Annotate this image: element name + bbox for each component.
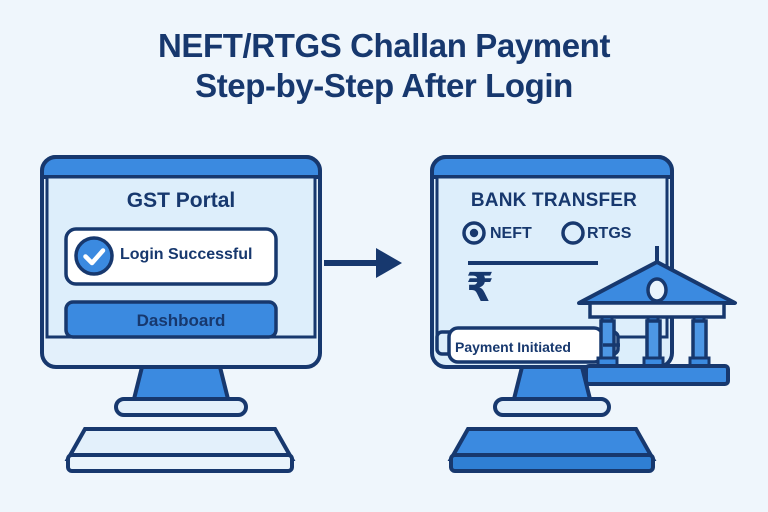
check-circle-icon — [74, 236, 114, 276]
login-successful-label: Login Successful — [120, 246, 253, 263]
bank-column-1 — [596, 315, 619, 369]
right-monitor-stand-neck — [511, 365, 593, 401]
right-keyboard-base — [449, 453, 655, 473]
bank-column-3 — [688, 315, 711, 369]
right-monitor-topbar — [430, 155, 674, 179]
rupee-currency-icon: ₹ — [466, 265, 494, 311]
bank-building-icon — [577, 246, 737, 386]
left-monitor-topbar — [40, 155, 322, 179]
dashboard-button-label[interactable]: Dashboard — [136, 311, 226, 330]
bank-transfer-screen-title: BANK TRANSFER — [470, 190, 638, 211]
left-monitor-group — [40, 155, 322, 473]
arrow-right-icon — [324, 248, 402, 278]
radio-label-rtgs[interactable]: RTGS — [587, 225, 632, 242]
left-monitor-stand-bar — [114, 397, 248, 417]
dashboard-button[interactable] — [64, 300, 278, 339]
radio-rtgs[interactable] — [561, 221, 585, 245]
left-keyboard-base — [66, 453, 294, 473]
login-status-card — [64, 227, 278, 286]
right-monitor-stand-bar — [493, 397, 611, 417]
title-line-1: NEFT/RTGS Challan Payment — [157, 27, 611, 64]
title-line-2: Step-by-Step After Login — [195, 67, 573, 104]
bank-column-2 — [642, 315, 665, 369]
gst-portal-screen-title: GST Portal — [126, 189, 236, 212]
page-title: NEFT/RTGS Challan Payment Step-by-Step A… — [0, 26, 768, 106]
radio-label-neft[interactable]: NEFT — [490, 225, 532, 242]
left-monitor-stand-neck — [131, 365, 231, 401]
payment-initiated-label: Payment Initiated — [455, 339, 571, 355]
radio-neft[interactable] — [462, 221, 486, 245]
